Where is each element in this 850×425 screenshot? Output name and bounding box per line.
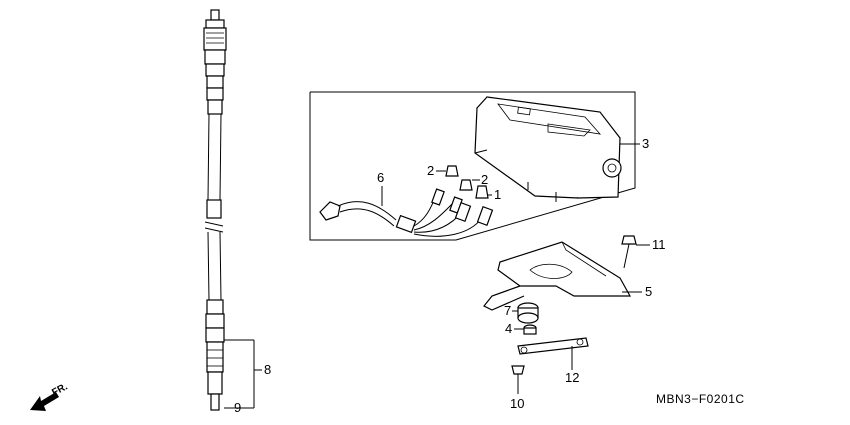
- front-direction-label: FR.: [50, 381, 70, 398]
- callout-6: 6: [377, 170, 384, 185]
- wire-harness: [319, 188, 494, 237]
- meter-stay-bracket: [483, 241, 632, 311]
- callout-12: 12: [565, 370, 579, 385]
- callout-3: 3: [642, 136, 649, 151]
- callout-7: 7: [504, 303, 511, 318]
- speedometer-cable: [203, 9, 227, 411]
- callout-10: 10: [510, 396, 524, 411]
- callout-5: 5: [645, 284, 652, 299]
- callout-11: 11: [652, 237, 666, 252]
- callout-9: 9: [234, 400, 241, 415]
- drawing-code: MBN3−F0201C: [656, 392, 745, 406]
- rubber-grommet: [517, 302, 539, 324]
- meter-housing: [474, 96, 622, 202]
- bulb-socket-small: [445, 165, 489, 199]
- callout-8: 8: [264, 362, 271, 377]
- meter-assembly-outline: [309, 91, 636, 241]
- stay-strap: [517, 337, 589, 355]
- callout-1: 1: [494, 187, 501, 202]
- callout-2a: 2: [427, 163, 434, 178]
- callout-2b: 2: [481, 172, 488, 187]
- front-direction-arrow-icon: [30, 392, 59, 411]
- screw-10: [511, 365, 525, 382]
- cable-bracket-leader: [224, 339, 262, 409]
- callout-4: 4: [505, 321, 512, 336]
- collar-4: [523, 324, 537, 335]
- bolt-11: [621, 235, 637, 269]
